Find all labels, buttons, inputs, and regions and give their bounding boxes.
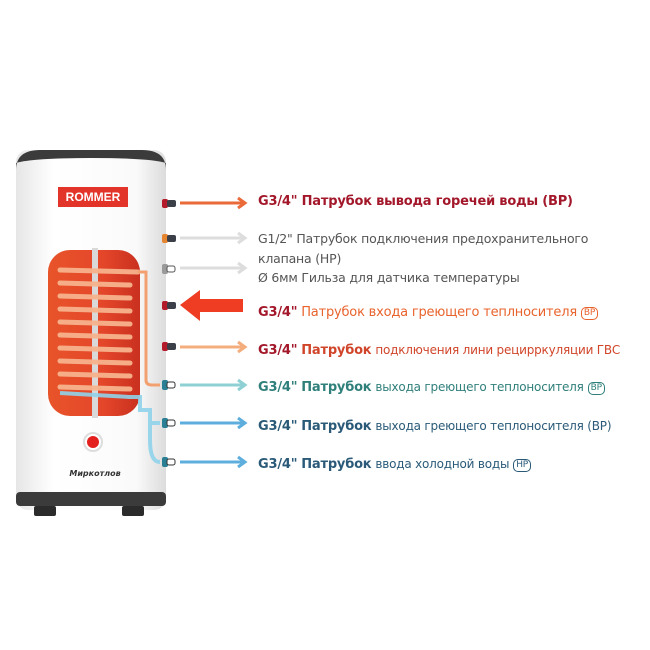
thread-badge: НР — [513, 459, 531, 472]
label: Патрубок — [301, 457, 372, 472]
arrows — [180, 196, 248, 469]
fitting-sensor-sleeve — [162, 264, 176, 274]
size: G3/4" — [258, 343, 298, 358]
thread-badge: ВР — [587, 382, 605, 395]
label: Патрубок — [301, 380, 372, 395]
description: выхода греющего теплоносителя — [375, 380, 584, 394]
description-line2: клапана (НР) — [258, 251, 342, 266]
connection-label-hot-water: G3/4" Патрубок вывода горечей воды (ВР) — [258, 194, 573, 209]
tank-foot — [122, 506, 144, 516]
connection-label-heating-outlet-2: G3/4" Патрубок выхода греющего теплоноси… — [258, 419, 612, 434]
size: Ø 6мм — [258, 270, 298, 285]
logo-plate — [58, 187, 128, 207]
fittings — [162, 199, 176, 467]
size: G3/4" — [258, 457, 298, 472]
fitting-recirculation — [162, 342, 176, 351]
fitting-safety-valve — [162, 234, 176, 243]
fitting-heating-inlet — [162, 301, 176, 310]
description: Гильза для датчика температуры — [301, 270, 520, 285]
anode-rod — [92, 248, 98, 418]
label: Патрубок — [301, 343, 372, 358]
description: ввода холодной воды — [375, 457, 510, 471]
connection-label-cold-water: G3/4" Патрубок ввода холодной воды НР — [258, 457, 531, 472]
connection-label-recirculation: G3/4" Патрубок подключения лини рециррку… — [258, 343, 620, 358]
size: G1/2" — [258, 231, 293, 246]
brand-label: Миркотлов — [69, 469, 121, 478]
arrow-heating-inlet — [180, 290, 243, 321]
description: выхода греющего теплоносителя (ВР) — [375, 419, 612, 433]
fitting-heating-outlet — [162, 380, 176, 390]
fitting-heating-outlet-2 — [162, 418, 176, 428]
tank-bottom-ring — [16, 492, 166, 506]
heating-coil — [57, 267, 141, 392]
arrow-sensor — [180, 261, 248, 275]
connection-label-sensor: Ø 6мм Гильза для датчика температуры — [258, 270, 520, 285]
description: Патрубок подключения предохранительного — [296, 231, 589, 246]
tank-top-cap — [16, 150, 166, 170]
fitting-hot-water-outlet — [162, 199, 176, 208]
arrow-safety-valve — [180, 231, 248, 245]
size: G3/4" — [258, 419, 298, 434]
description: подключения лини рецирркуляции ГВС — [375, 343, 621, 357]
tank-foot — [34, 506, 56, 516]
arrow-heating-outlet — [180, 378, 248, 392]
description: Патрубок входа греющего теплносителя — [301, 305, 577, 320]
fitting-cold-water-inlet — [162, 457, 176, 467]
connection-label-heating-inlet: G3/4" Патрубок входа греющего теплносите… — [258, 305, 599, 320]
thread-badge: ВР — [580, 307, 599, 320]
arrow-recirculation — [180, 340, 248, 354]
indicator-light — [87, 436, 99, 448]
connection-label-safety-valve: G1/2" Патрубок подключения предохранител… — [258, 229, 588, 269]
size: G3/4" — [258, 305, 298, 320]
label: Патрубок — [301, 419, 372, 434]
connection-label-heating-outlet: G3/4" Патрубок выхода греющего теплоноси… — [258, 380, 605, 395]
arrow-heating-outlet-2 — [180, 416, 248, 430]
size: G3/4" — [258, 194, 298, 209]
arrow-hot-water — [180, 196, 248, 210]
size: G3/4" — [258, 380, 298, 395]
arrow-cold-water — [180, 455, 248, 469]
logo: ROMMER — [65, 190, 121, 204]
description: Патрубок вывода горечей воды (ВР) — [301, 194, 573, 209]
